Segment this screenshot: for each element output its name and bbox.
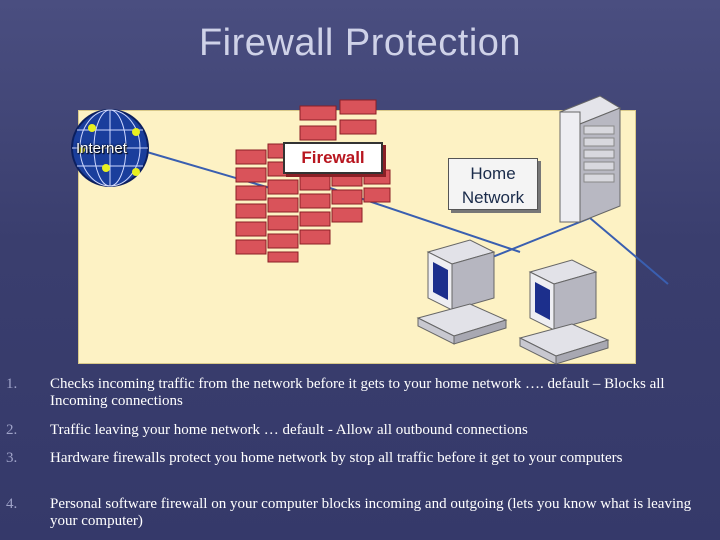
server-icon (558, 95, 622, 223)
brick-wall-icon (235, 99, 391, 263)
slide-title: Firewall Protection (198, 22, 522, 64)
list-item-number: 1. (6, 376, 18, 392)
internet-label: Internet (76, 140, 127, 157)
home-network-label-line2: Network (461, 188, 525, 207)
firewall-label: Firewall (283, 142, 383, 174)
list-item-text: Checks incoming traffic from the network… (50, 376, 665, 409)
computer-icon (518, 259, 610, 365)
network-diagram (71, 95, 669, 365)
list-item-number: 3. (6, 450, 18, 466)
list-item-text: Hardware firewalls protect you home netw… (50, 450, 623, 466)
list-item-text: Personal software firewall on your compu… (50, 496, 692, 529)
computer-icon (416, 239, 508, 345)
list-item-text: Traffic leaving your home network … defa… (50, 422, 528, 438)
home-network-label: Home Network (448, 158, 538, 210)
home-network-label-line1: Home (470, 164, 516, 183)
globe-icon (71, 109, 149, 187)
list-item-number: 2. (6, 422, 18, 438)
list-item-number: 4. (6, 496, 18, 512)
